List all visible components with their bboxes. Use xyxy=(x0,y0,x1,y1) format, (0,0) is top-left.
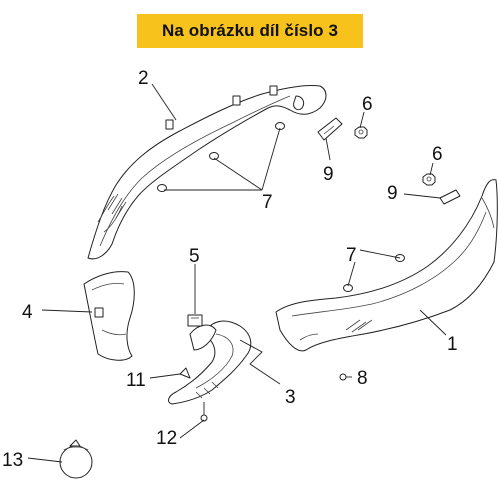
label-7-upper: 7 xyxy=(262,192,273,213)
part-2-upper-panel xyxy=(87,85,327,260)
part-4-side-cover xyxy=(83,271,135,361)
leader-lines xyxy=(27,83,447,463)
part-9-plate-upper xyxy=(317,117,343,141)
label-6-lower: 6 xyxy=(432,144,443,165)
label-7-lower: 7 xyxy=(346,245,357,266)
part-12-screw xyxy=(200,402,208,422)
label-5: 5 xyxy=(189,246,200,267)
part-6-nut-upper xyxy=(354,126,368,139)
label-2: 2 xyxy=(138,68,149,89)
label-13: 13 xyxy=(2,450,23,471)
part-13-round-cap xyxy=(59,439,93,479)
label-9-lower: 9 xyxy=(387,183,398,204)
label-4: 4 xyxy=(22,302,33,323)
label-8: 8 xyxy=(357,368,368,389)
part-6-nut-lower xyxy=(422,173,436,186)
label-1: 1 xyxy=(447,334,458,355)
label-6-upper: 6 xyxy=(362,94,373,115)
banner-text: Na obrázku díl číslo 3 xyxy=(161,21,339,40)
label-11: 11 xyxy=(126,370,146,391)
label-3: 3 xyxy=(285,387,296,408)
label-9-upper: 9 xyxy=(323,164,334,185)
label-12: 12 xyxy=(156,428,177,449)
part-number-banner: Na obrázku díl číslo 3 xyxy=(137,14,363,48)
part-11-screw xyxy=(179,367,191,379)
part-8-screw xyxy=(339,373,352,381)
part-5-clip xyxy=(187,314,203,327)
part-1-lower-panel xyxy=(275,179,498,352)
part-9-plate-lower xyxy=(439,189,461,205)
callout-labels: 1 2 3 4 5 6 6 7 7 8 9 9 11 12 13 xyxy=(2,68,458,471)
part-3-bracket xyxy=(168,320,252,405)
